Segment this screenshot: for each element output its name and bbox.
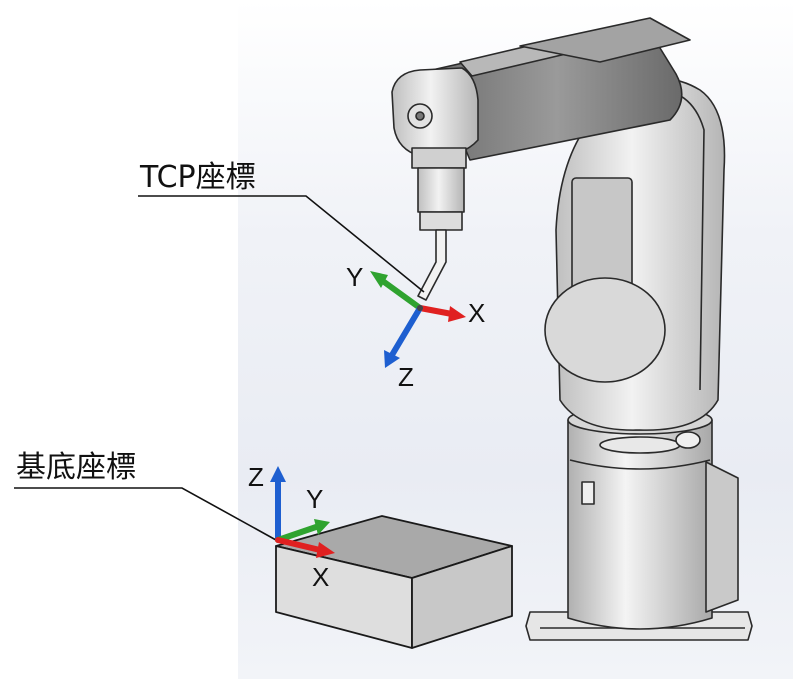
base-y-label: Y [306,484,324,514]
base-x-label: X [312,562,330,592]
tcp-leader-line [138,195,425,293]
base-axis-triad [270,466,335,558]
base-y-arrowhead [314,519,330,535]
base-z-label: Z [248,462,264,492]
tcp-axis-triad [370,271,466,368]
base-leader-line [14,487,277,541]
base-x-arrowhead [316,542,335,558]
tcp-y-axis [377,276,423,311]
robot-tool [417,229,447,301]
box-side-face [411,545,513,649]
tcp-z-axis [389,305,423,358]
tcp-frame-title: TCP座標 [140,160,256,195]
tcp-x-label: X [468,298,486,328]
tcp-y-label: Y [346,262,364,292]
robot-arm-icon [391,17,753,641]
tcp-y-arrowhead [370,271,388,288]
base-z-arrowhead [270,466,286,482]
tcp-z-arrowhead [384,350,400,368]
robot-base-cylinder [567,419,713,630]
tcp-z-label: Z [398,362,414,392]
tcp-x-arrowhead [448,306,466,322]
tcp-x-axis [417,305,455,317]
base-y-axis [275,524,319,543]
leader-lines [14,195,425,541]
base-x-axis [275,537,323,553]
base-frame-title: 基底座標 [16,450,136,485]
robot-joint-housing [571,177,633,291]
base-box-icon [275,515,513,649]
robot-motor-box [705,461,739,613]
robot-wrist [391,67,479,158]
robot-flange [411,147,467,169]
